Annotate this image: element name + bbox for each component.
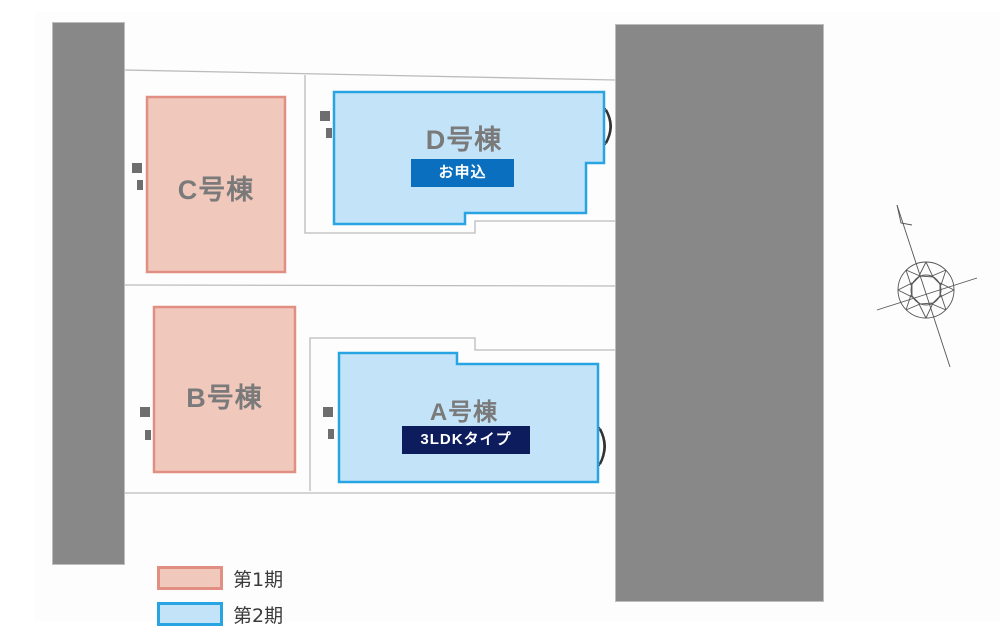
utility-markers	[132, 111, 334, 440]
legend-item-phase1: 第1期	[157, 560, 283, 596]
road-right	[615, 24, 824, 602]
building-c[interactable]	[145, 95, 287, 274]
lot-lines	[124, 69, 616, 494]
compass-north-arrow-icon	[876, 204, 978, 368]
building-label-d: D号棟	[425, 125, 503, 155]
legend-label-phase1: 第1期	[233, 568, 284, 591]
building-label-a: A号棟	[429, 399, 499, 426]
legend: 第1期 第2期	[157, 560, 283, 632]
door-arc-icon	[598, 107, 612, 467]
legend-swatch-phase2	[157, 602, 223, 626]
building-label-c: C号棟	[177, 175, 255, 205]
legend-label-phase2: 第2期	[233, 604, 284, 627]
building-d[interactable]	[332, 90, 606, 226]
building-label-b: B号棟	[186, 383, 263, 413]
type-badge-3ldk: 3LDKタイプ	[402, 426, 530, 454]
legend-swatch-phase1	[157, 566, 223, 590]
building-b[interactable]	[152, 305, 297, 474]
road-left	[52, 22, 125, 565]
status-badge-applied: お申込	[411, 159, 514, 187]
legend-item-phase2: 第2期	[157, 596, 283, 632]
